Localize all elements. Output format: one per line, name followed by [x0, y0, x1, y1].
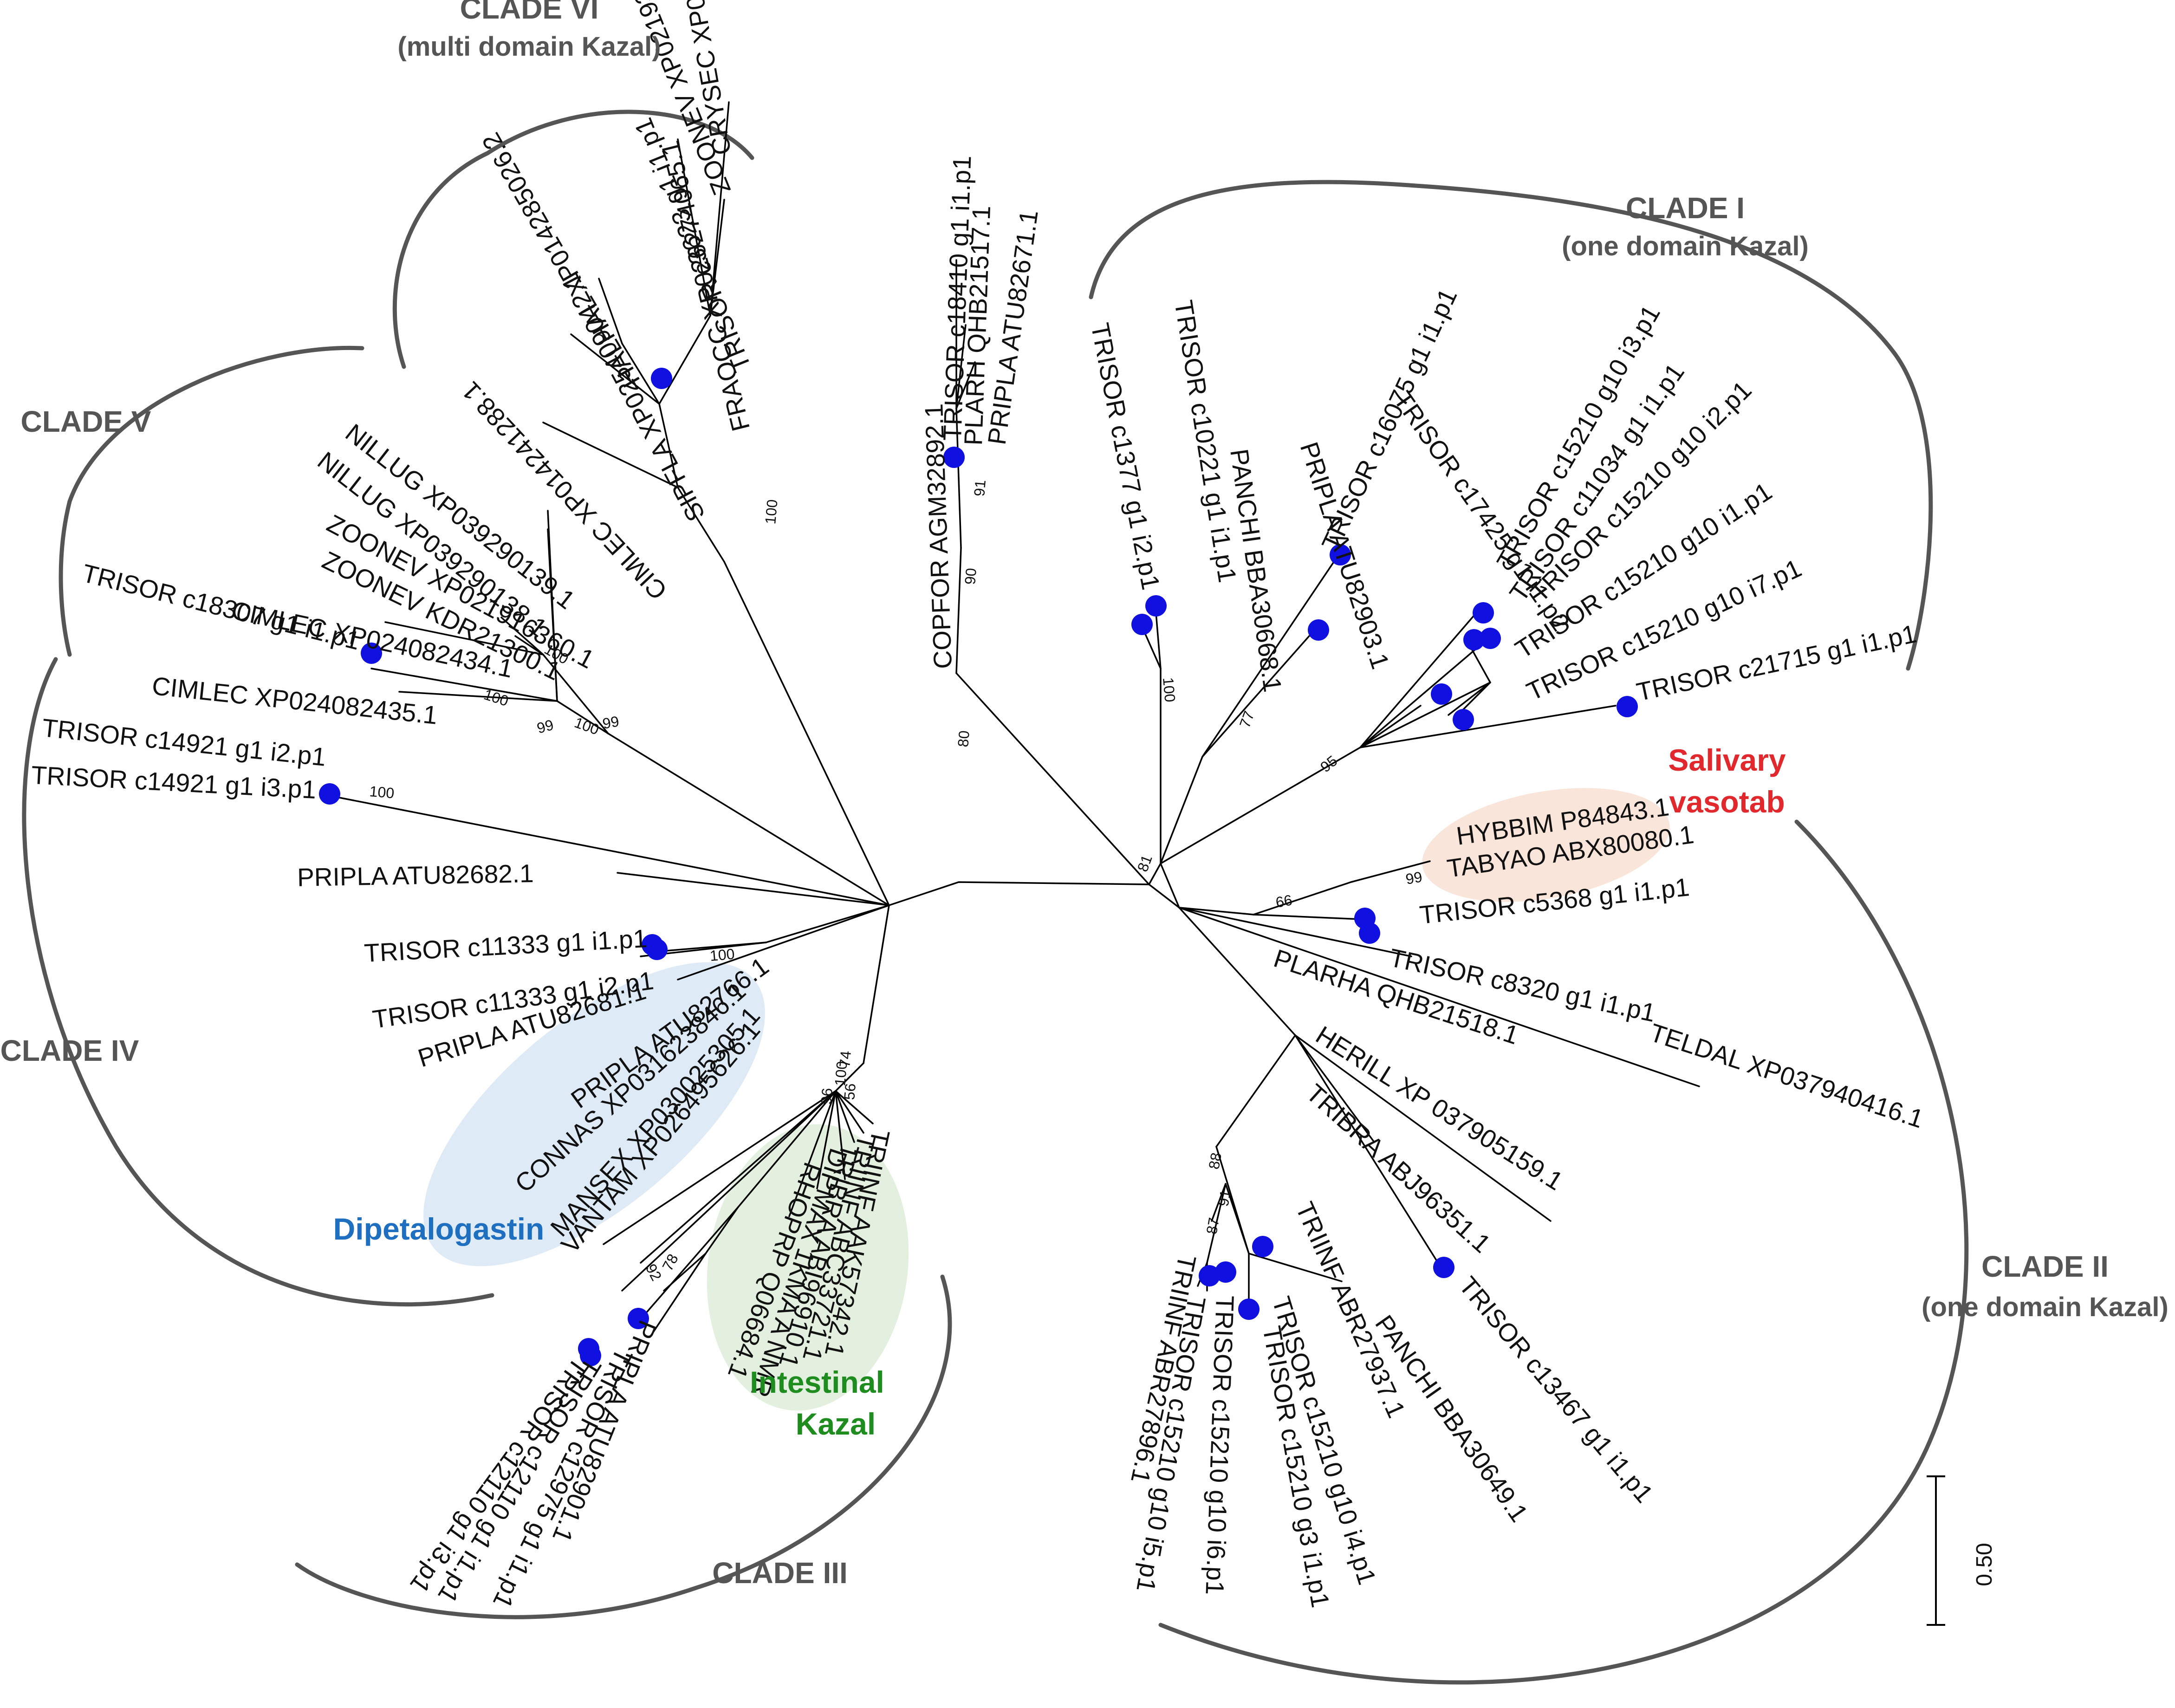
- salivary-vasotab-highlight: [1422, 788, 1670, 902]
- clade-1-subtitle: (one domain Kazal): [1562, 231, 1809, 261]
- leaf-label: TELDAL XP037940416.1: [1646, 1018, 1927, 1133]
- bootstrap-value: 95: [1317, 752, 1340, 775]
- bootstrap-value: 80: [954, 730, 973, 748]
- clade-6-subtitle: (multi domain Kazal): [397, 32, 661, 62]
- clade-4-arc: [22, 657, 494, 1307]
- leaf-dot: [1131, 614, 1153, 635]
- bootstrap-value: 90: [961, 567, 980, 585]
- leaf-dot: [1453, 709, 1474, 730]
- clade-3-title: CLADE III: [712, 1556, 848, 1590]
- leaf-dot: [1480, 628, 1501, 649]
- highlight-labels: Salivary vasotab Dipetalogastin Intestin…: [333, 743, 1786, 1441]
- scale-bar: 0.50: [1927, 1475, 1997, 1626]
- bootstrap-value: 100: [762, 499, 781, 525]
- bootstrap-value: 100: [709, 945, 735, 964]
- salivary-vasotab-label-line1: Salivary: [1668, 743, 1785, 777]
- clade-5-arc: [58, 345, 364, 657]
- intestinal-kazal-label-line2: Kazal: [796, 1407, 876, 1441]
- leaf-dot: [361, 643, 382, 664]
- leaf-dot: [1252, 1236, 1273, 1257]
- clade-4-title: CLADE IV: [0, 1034, 139, 1067]
- leaf-dot: [651, 368, 672, 389]
- leaf-label: PRIPLA ATU82903.1: [1295, 439, 1395, 673]
- clade-2-arc: [1158, 819, 1969, 1685]
- bootstrap-value: 87: [1203, 1216, 1222, 1235]
- leaf-dot: [1473, 602, 1494, 623]
- leaf-dot: [1617, 696, 1638, 717]
- bootstrap-value: 96: [818, 1087, 836, 1105]
- bootstrap-value: 99: [1404, 868, 1423, 888]
- leaf-dot: [1238, 1299, 1260, 1320]
- bootstrap-value: 100: [482, 686, 511, 709]
- leaf-dot: [1463, 629, 1485, 650]
- bootstrap-value: 77: [1236, 709, 1258, 730]
- bootstrap-value: 74: [836, 1050, 854, 1068]
- leaf-dot: [1359, 922, 1380, 944]
- bootstrap-value: 100: [1160, 676, 1179, 702]
- leaf-dot: [1308, 619, 1329, 641]
- leaf-dot: [580, 1345, 601, 1366]
- leaf-dot: [319, 783, 340, 805]
- leaf-dot: [1330, 544, 1351, 565]
- bootstrap-value: 91: [971, 479, 989, 497]
- bootstrap-value: 100: [831, 1060, 851, 1086]
- bootstrap-value: 99: [601, 713, 620, 732]
- leaf-label: COPFOR AGM32892.1: [919, 403, 957, 669]
- clade-3-arc: [295, 1274, 952, 1619]
- dipetalogastin-label: Dipetalogastin: [333, 1212, 545, 1246]
- leaf-label: TRISOR c15210 g10 i6.p1: [1200, 1295, 1239, 1596]
- scale-bar-label: 0.50: [1972, 1543, 1997, 1586]
- tree-branches: [319, 101, 1700, 1338]
- bootstrap-value: 99: [535, 716, 555, 737]
- intestinal-kazal-highlight: [707, 1124, 909, 1411]
- bootstrap-value: 100: [369, 783, 395, 802]
- clade-6-arc: [392, 110, 754, 369]
- clade-2-subtitle: (one domain Kazal): [1922, 1292, 2169, 1322]
- salivary-vasotab-label-line2: vasotab: [1669, 785, 1785, 819]
- clade-5-title: CLADE V: [21, 405, 151, 438]
- leaf-label: TRISOR c11333 g1 i1.p1: [364, 924, 648, 968]
- leaf-dot: [943, 447, 965, 468]
- leaf-dot: [1215, 1261, 1236, 1283]
- bootstrap-value: 88: [1205, 1151, 1225, 1170]
- leaf-dot: [628, 1308, 649, 1329]
- leaf-dot: [1433, 1257, 1454, 1278]
- leaf-label: TRISOR c1377 g1 i2.p1: [1085, 320, 1165, 592]
- clade-2-title: CLADE II: [1981, 1250, 2109, 1283]
- clade-1-arc: [1089, 180, 1933, 671]
- dipetalogastin-highlight: [423, 962, 765, 1266]
- bootstrap-value: 66: [1274, 891, 1293, 911]
- leaf-label: TRISOR c16075 g1 i1.p1: [1316, 284, 1463, 555]
- clade-labels: CLADE VI (multi domain Kazal) CLADE V CL…: [0, 0, 2169, 1590]
- bootstrap-value: 56: [841, 1083, 859, 1101]
- clade-1-title: CLADE I: [1626, 191, 1745, 225]
- bootstrap-value: 100: [572, 714, 601, 738]
- leaf-dot: [1431, 683, 1452, 705]
- leaf-dot: [1199, 1265, 1220, 1286]
- leaf-label: TRISOR c14921 g1 i3.p1: [31, 760, 317, 804]
- leaf-dot: [1145, 595, 1167, 617]
- leaf-label: TRISOR c18307 g1 i1.p1: [79, 559, 363, 656]
- bootstrap-value: 91: [1214, 1188, 1234, 1208]
- intestinal-kazal-label-line1: Intestinal: [750, 1365, 884, 1399]
- clade-6-title: CLADE VI: [460, 0, 599, 25]
- leaf-label: PRIPLA ATU82682.1: [297, 859, 534, 892]
- sampled-transcripts-markers: [319, 368, 1638, 1366]
- leaf-label: CIMLEC XP024082435.1: [151, 671, 439, 730]
- leaf-dot: [646, 939, 668, 960]
- leaf-label: TRISOR c10221 g1 i1.p1: [1169, 298, 1242, 584]
